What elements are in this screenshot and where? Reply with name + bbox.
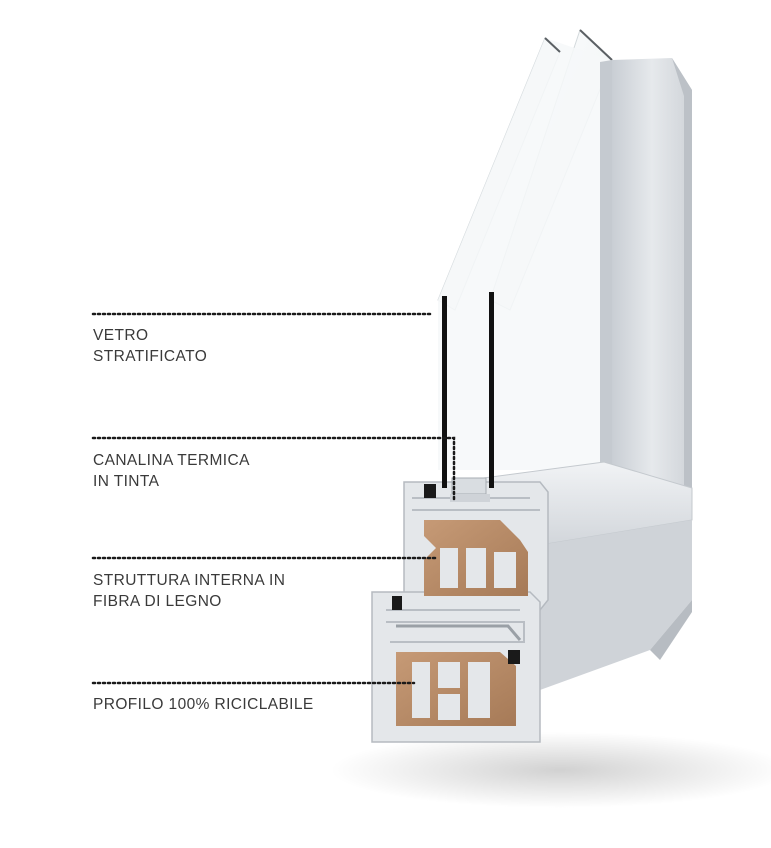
label-thermal-spacer: CANALINA TERMICA IN TINTA bbox=[93, 450, 250, 492]
vertical-frame bbox=[600, 58, 692, 606]
floor-shadow bbox=[330, 732, 771, 808]
gasket-right bbox=[508, 650, 520, 664]
glass-edge-outer bbox=[442, 296, 447, 488]
gasket-lower-left bbox=[392, 596, 402, 610]
glass-front-face bbox=[438, 38, 610, 470]
label-line: PROFILO 100% RICICLABILE bbox=[93, 696, 314, 713]
label-line: VETRO bbox=[93, 327, 149, 344]
label-laminated-glass: VETRO STRATIFICATO bbox=[93, 325, 207, 367]
cross-section bbox=[371, 292, 549, 743]
label-line: FIBRA DI LEGNO bbox=[93, 593, 222, 610]
label-recyclable-profile: PROFILO 100% RICICLABILE bbox=[93, 694, 314, 715]
thermal-spacer bbox=[451, 477, 487, 495]
label-line: STRATIFICATO bbox=[93, 348, 208, 365]
label-line: CANALINA TERMICA bbox=[93, 452, 250, 469]
label-wood-fiber-structure: STRUTTURA INTERNA IN FIBRA DI LEGNO bbox=[93, 570, 285, 612]
glass-panes bbox=[437, 29, 613, 470]
leader-lines bbox=[91, 312, 456, 685]
frame-right-face bbox=[540, 520, 692, 690]
gasket-upper-left bbox=[424, 484, 436, 498]
label-line: IN TINTA bbox=[93, 473, 160, 490]
glass-edge-inner bbox=[489, 292, 494, 488]
leader-canalina bbox=[91, 436, 456, 502]
label-line: STRUTTURA INTERNA IN bbox=[93, 572, 286, 589]
